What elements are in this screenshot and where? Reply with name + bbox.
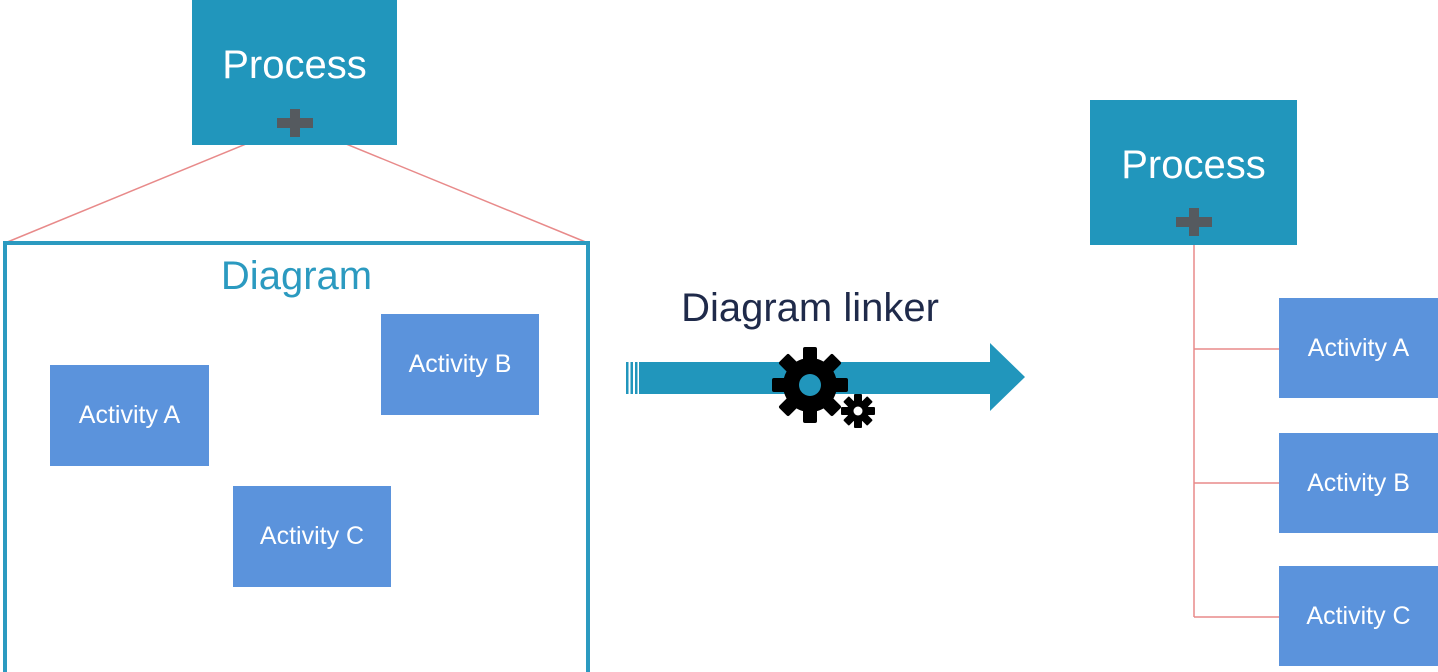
gears-icon bbox=[772, 347, 875, 428]
expand-line-right bbox=[311, 129, 589, 244]
right-activity-c-label: Activity C bbox=[1306, 601, 1411, 630]
large-gear-icon bbox=[772, 347, 848, 423]
diagram-frame bbox=[3, 241, 590, 672]
left-activity-c-label: Activity C bbox=[259, 522, 365, 550]
right-activity-c: Activity C bbox=[1279, 566, 1438, 666]
left-activity-a-label: Activity A bbox=[78, 401, 181, 429]
left-expand-plus-icon bbox=[277, 109, 313, 137]
right-activity-b: Activity B bbox=[1279, 433, 1438, 533]
left-process-label: Process bbox=[222, 43, 367, 87]
right-process-label: Process bbox=[1121, 143, 1266, 187]
left-activity-b-label: Activity B bbox=[408, 350, 512, 378]
right-expand-plus-icon bbox=[1176, 208, 1212, 236]
right-activity-a-label: Activity A bbox=[1307, 333, 1410, 362]
left-activity-a: Activity A bbox=[50, 365, 209, 466]
left-activity-b: Activity B bbox=[381, 314, 539, 415]
diagram-linker-label: Diagram linker bbox=[681, 286, 939, 330]
expand-line-left bbox=[4, 129, 281, 244]
diagram-title: Diagram bbox=[220, 254, 373, 298]
left-activity-c: Activity C bbox=[233, 486, 391, 587]
small-gear-icon bbox=[841, 394, 875, 428]
right-activity-a: Activity A bbox=[1279, 298, 1438, 398]
right-activity-b-label: Activity B bbox=[1307, 468, 1410, 497]
